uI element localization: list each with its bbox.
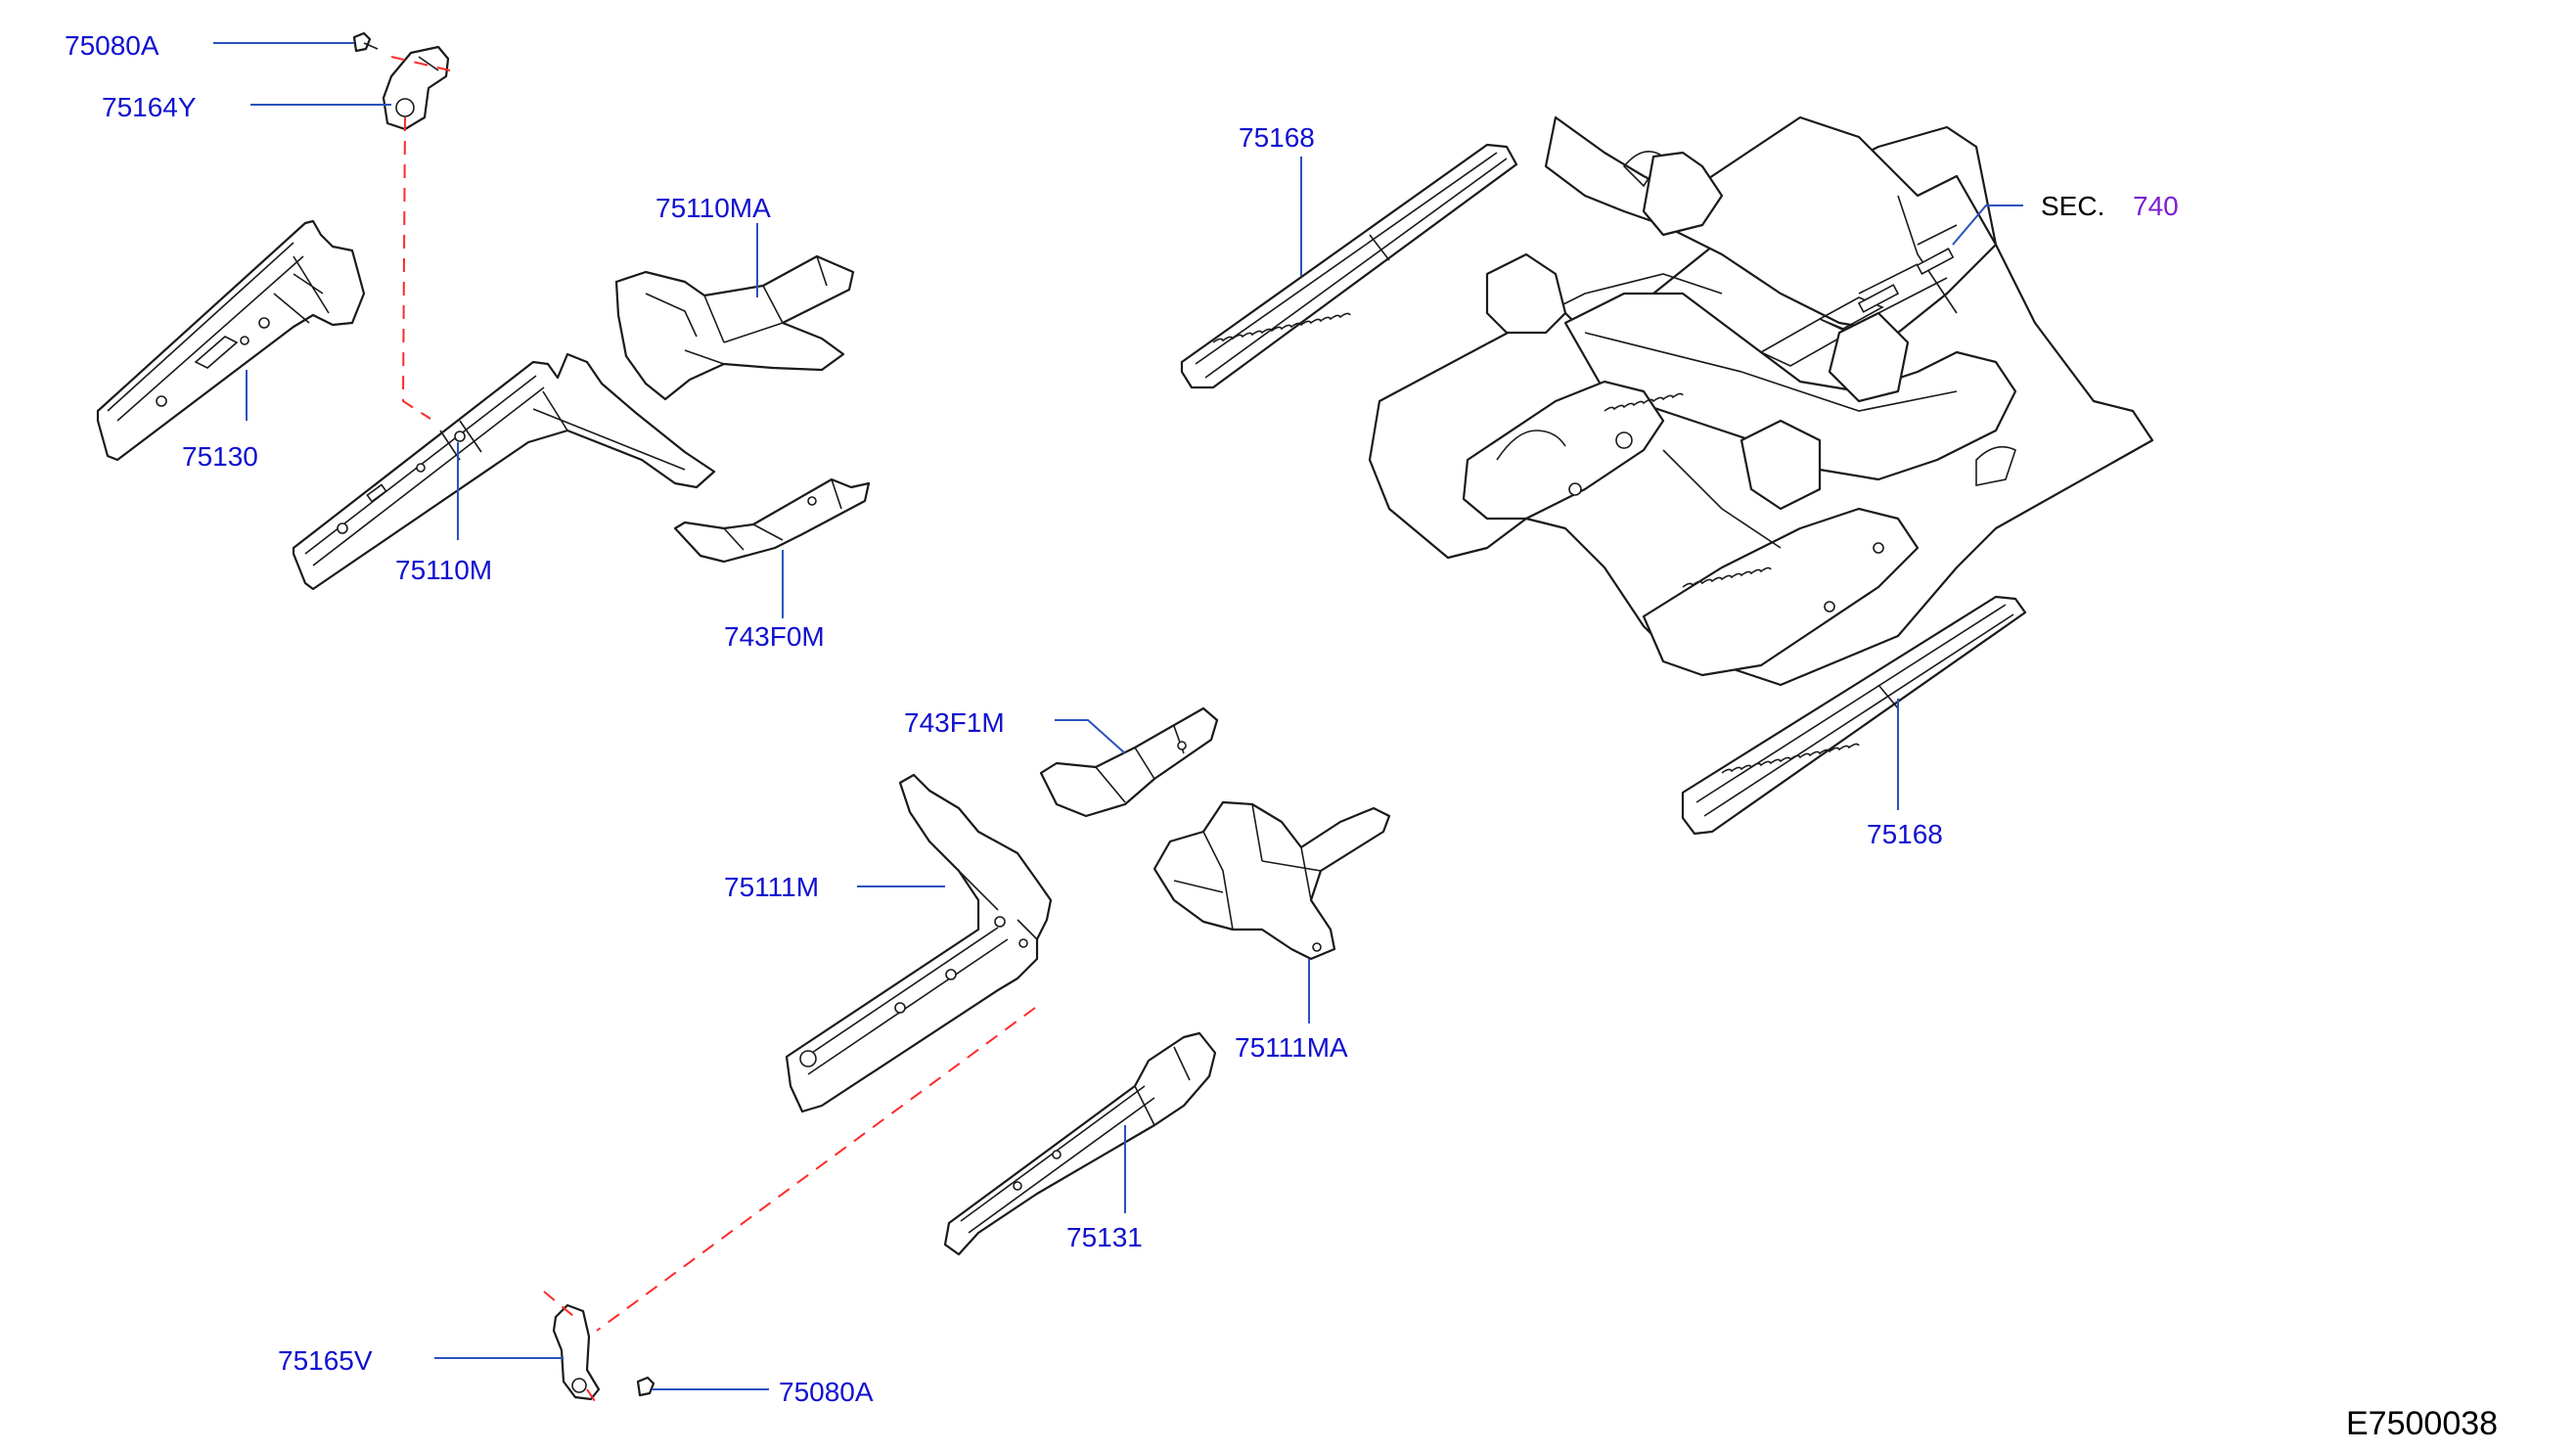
label-75168-bottom: 75168 bbox=[1867, 819, 1943, 849]
rail-75131 bbox=[943, 1031, 1217, 1256]
rail-75111M bbox=[785, 773, 1053, 1113]
label-75110MA: 75110MA bbox=[655, 193, 771, 223]
label-75165V: 75165V bbox=[278, 1345, 373, 1376]
section-ref-link[interactable]: 740 bbox=[2133, 191, 2179, 221]
sill-75168-top bbox=[1180, 143, 1518, 389]
floor-assembly bbox=[1368, 115, 2154, 687]
label-75111M: 75111M bbox=[724, 872, 819, 902]
label-75164Y: 75164Y bbox=[102, 92, 197, 122]
label-75130: 75130 bbox=[182, 441, 258, 472]
bolt-75080A-bottom bbox=[636, 1376, 655, 1397]
part-labels: 75080A 75164Y 75110MA 75130 75110M 743F0… bbox=[65, 30, 2498, 1442]
alignment-guides bbox=[390, 56, 1036, 1402]
bolt-75080A-top bbox=[352, 31, 379, 53]
leader-lines bbox=[213, 42, 2023, 1390]
sill-75168-bottom bbox=[1681, 595, 2027, 836]
label-75080A-top: 75080A bbox=[65, 30, 159, 61]
label-75110M: 75110M bbox=[395, 555, 492, 585]
bracket-75110MA bbox=[614, 254, 855, 401]
bracket-75111MA bbox=[1152, 800, 1391, 961]
floor-subpanels bbox=[1485, 151, 1910, 511]
rail-75110M bbox=[292, 352, 716, 591]
label-743F0M: 743F0M bbox=[724, 621, 825, 652]
label-75131: 75131 bbox=[1066, 1222, 1143, 1252]
bracket-75164Y bbox=[382, 45, 450, 131]
bracket-75165V bbox=[552, 1303, 601, 1401]
rail-75130 bbox=[96, 219, 366, 462]
diagram-id: E7500038 bbox=[2346, 1405, 2498, 1442]
label-75111MA: 75111MA bbox=[1235, 1032, 1348, 1063]
section-ref-prefix: SEC. bbox=[2041, 191, 2104, 221]
panel-743F0M bbox=[673, 477, 871, 564]
label-743F1M: 743F1M bbox=[904, 707, 1005, 738]
panel-743F1M bbox=[1039, 706, 1219, 818]
label-75080A-bottom: 75080A bbox=[779, 1377, 874, 1407]
label-75168-top: 75168 bbox=[1239, 122, 1315, 153]
